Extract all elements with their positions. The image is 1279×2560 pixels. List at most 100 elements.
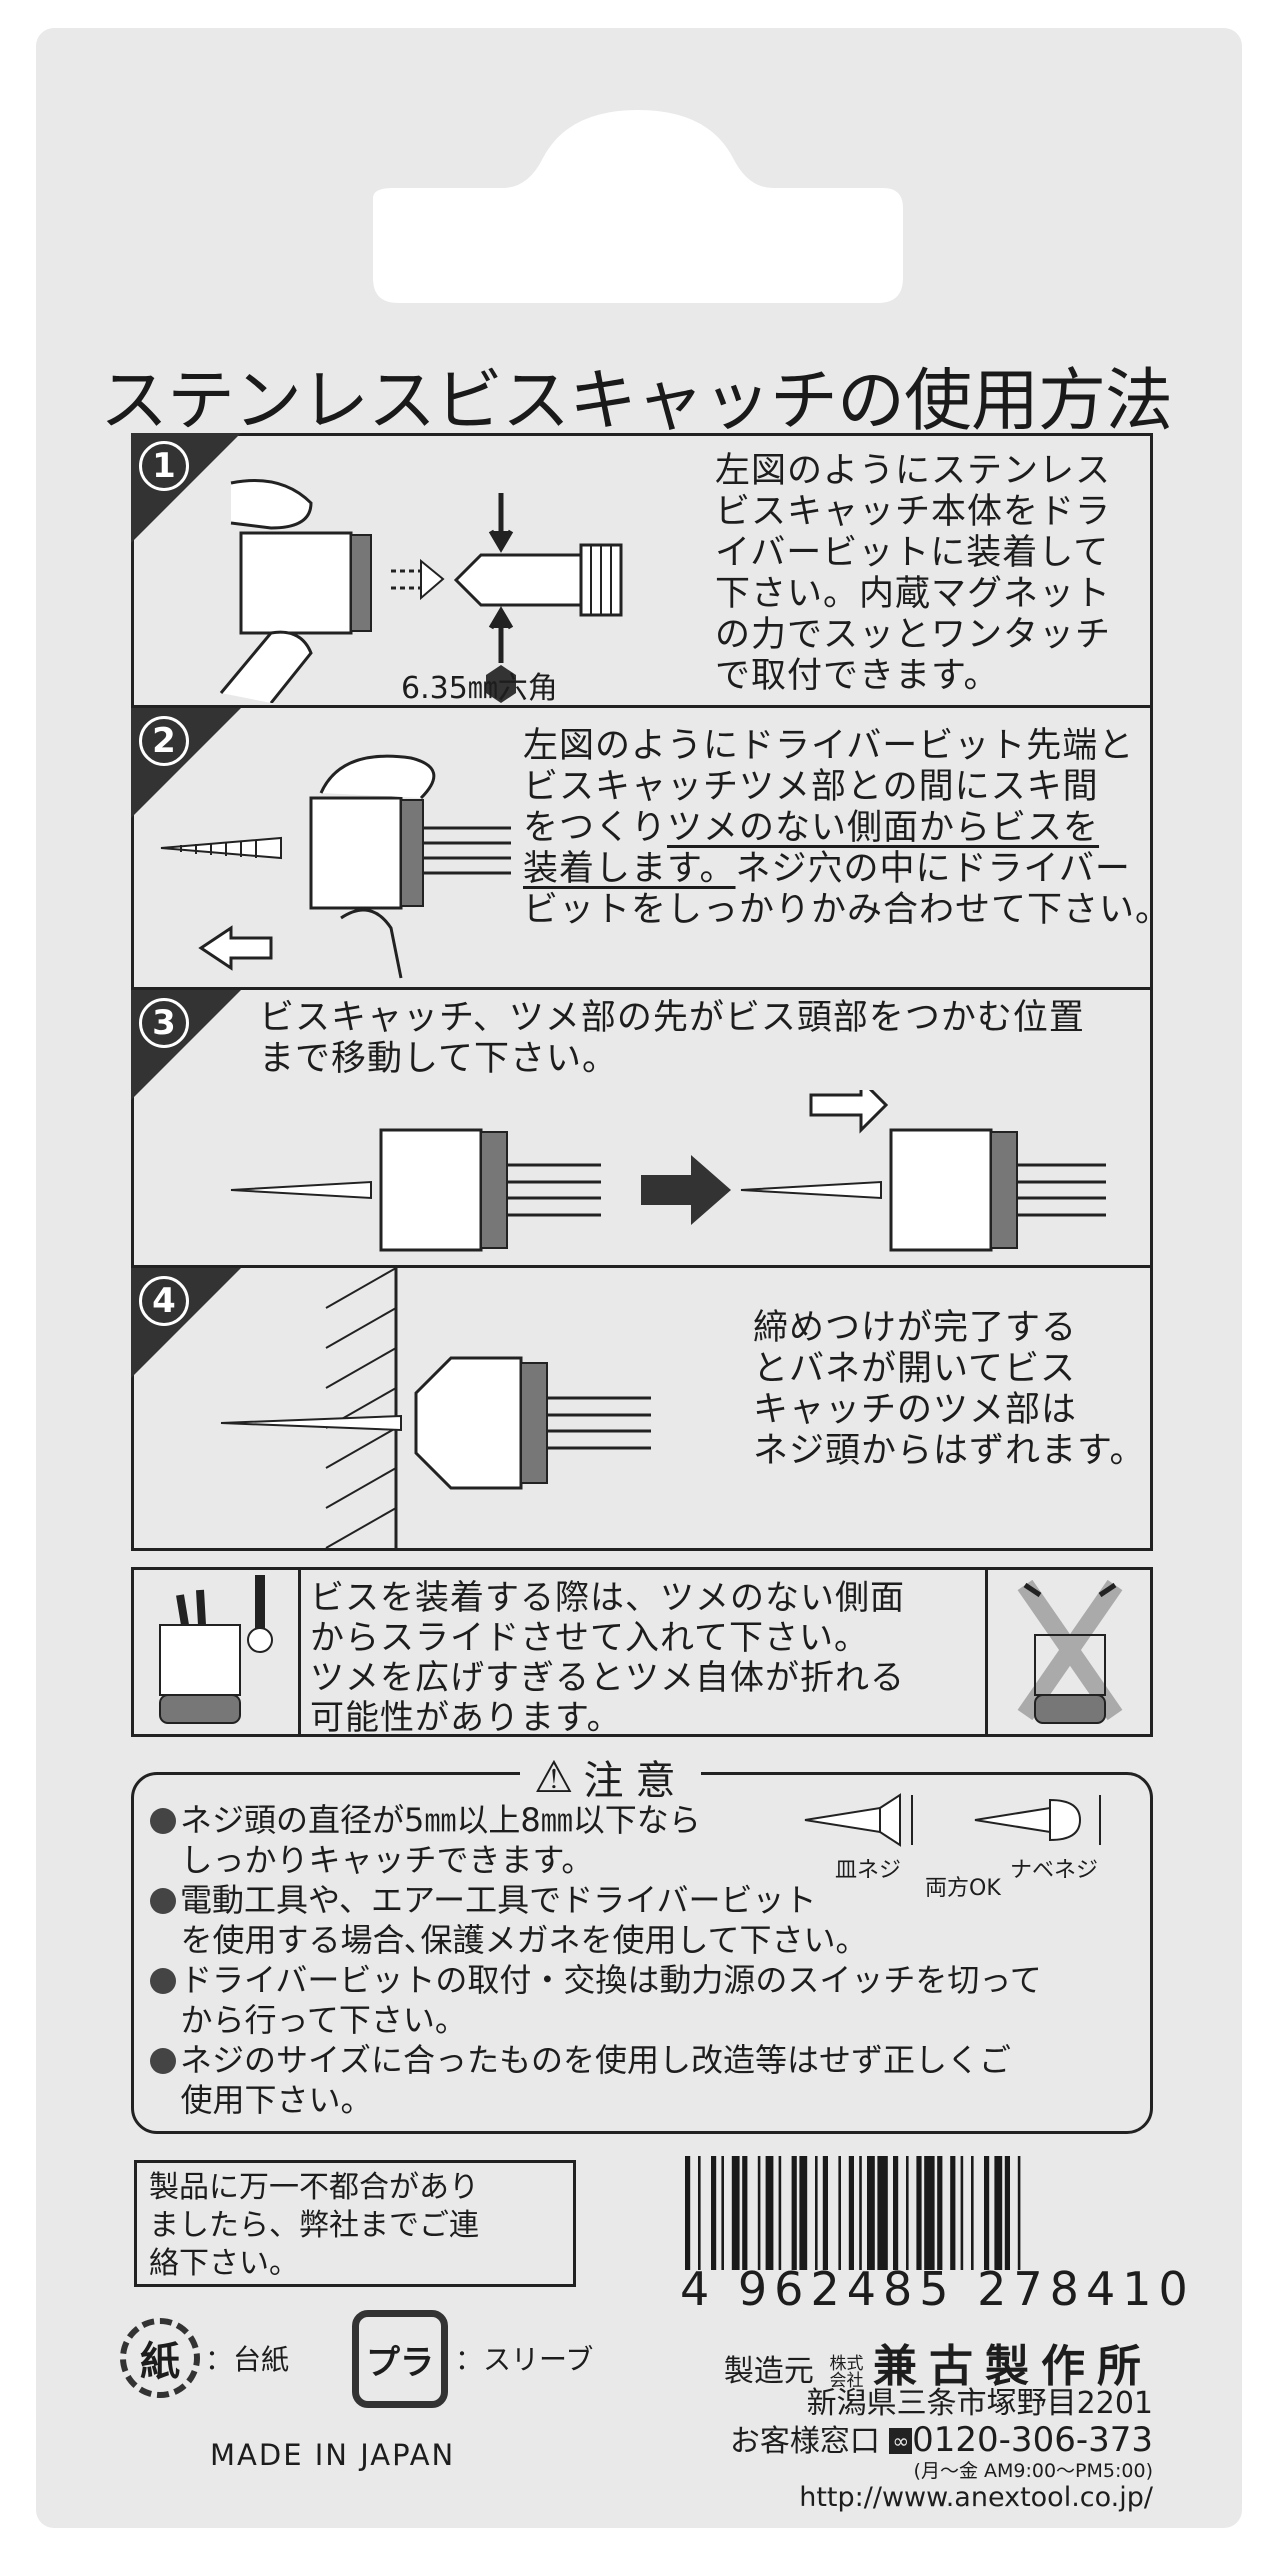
barcode-bar <box>822 2156 828 2270</box>
text-line: ネジのサイズに合ったものを使用し改造等はせず正しくご <box>180 2041 1012 2079</box>
text-line: とバネが開いてビス <box>753 1349 1076 1389</box>
do-not-spread-icon <box>1017 1579 1123 1724</box>
barcode-bar <box>721 2156 724 2270</box>
text-line: ネジ頭からはずれます。 <box>753 1431 1146 1471</box>
paper-label: ：台紙 <box>205 2343 290 2376</box>
barcode-bar <box>994 2156 1003 2270</box>
hex-size-label: 6.35㎜六角 <box>401 671 558 706</box>
barcode-bar <box>906 2156 909 2270</box>
text-line: まで移動して下さい。 <box>259 1039 618 1079</box>
text-line: ビスキャッチ本体をドラ <box>715 492 1112 532</box>
text-line: 可能性があります。 <box>310 1698 622 1738</box>
text-line: 左図のようにドライバービット先端と <box>523 726 1135 766</box>
text-line: ドライバービットの取付・交換は動力源のスイッチを切って <box>180 1961 1042 1999</box>
caution-title: ⚠ 注意 <box>520 1748 702 1806</box>
text-line: 締めつけが完了する <box>753 1308 1078 1348</box>
text-line: 左図のようにステンレス <box>715 451 1112 491</box>
barcode-bar <box>1017 2156 1021 2270</box>
barcode-bar <box>893 2156 899 2270</box>
paper-recycle-mark: 紙 <box>120 2318 200 2398</box>
step-2-text: 左図のようにドライバービット先端と ビスキャッチツメ部との間にスキ間 をつくりツ… <box>523 726 1153 931</box>
text-line: しっかりキャッチできます。 <box>180 1841 594 1879</box>
underlined-text: 装着します。 <box>523 849 736 889</box>
warning-text: ビスを装着する際は、ツメのない側面 からスライドさせて入れて下さい。 ツメを広げ… <box>310 1578 905 1738</box>
text-line: ネジ頭の直径が5㎜以上8㎜以下なら <box>180 1801 701 1839</box>
text-line: 絡下さい。 <box>149 2246 299 2281</box>
pan-screw-label: ナベネジ <box>1010 1858 1099 1883</box>
manufacturer-prefix: 製造元 <box>723 2354 814 2389</box>
barcode-bar <box>937 2156 943 2270</box>
step-number: 1 <box>139 441 189 491</box>
screw-insert-illustration <box>160 754 511 979</box>
screw-move-illustration <box>230 1090 1106 1252</box>
text-line: ましたら、弊社までご連 <box>149 2208 479 2243</box>
bullet-icon <box>150 1968 176 1994</box>
support-line: お客様窓口 ∞0120-306-373 <box>730 2416 1153 2460</box>
bullet-icon <box>150 1808 176 1834</box>
barcode-digits: 278410 <box>977 2262 1195 2316</box>
text-line: 下さい。内蔵マグネット <box>715 574 1112 614</box>
text-line: イバービットに装着して <box>715 533 1110 573</box>
text-line: から行って下さい。 <box>180 2001 467 2039</box>
barcode-bar <box>924 2156 935 2270</box>
warning-triangle-icon: ⚠ <box>534 1751 574 1803</box>
release-illustration <box>220 1268 651 1551</box>
made-in-label: MADE IN JAPAN <box>210 2438 456 2472</box>
step-number: 3 <box>139 998 189 1048</box>
step-2-panel: 2 左図のようにドライバービット先端と ビスキャッチツメ部との間にスキ間 をつく… <box>131 708 1153 990</box>
barcode-bar <box>685 2156 691 2270</box>
barcode-bar <box>971 2156 974 2270</box>
step-number: 4 <box>139 1276 189 1326</box>
text-line: ビットをしっかりかみ合わせて下さい。 <box>523 890 1153 930</box>
barcode-bar <box>916 2156 922 2270</box>
text-line: ビスキャッチツメ部との間にスキ間 <box>523 767 1099 807</box>
text-line: からスライドさせて入れて下さい。 <box>310 1618 869 1658</box>
notice-box: 製品に万一不都合があり ましたら、弊社までご連 絡下さい。 <box>134 2160 576 2287</box>
text-line: ネジ穴の中にドライバー <box>735 849 1131 889</box>
screw-types-illustration <box>804 1793 1101 1847</box>
caution-item: ドライバービットの取付・交換は動力源のスイッチを切って から行って下さい。 <box>150 1960 1042 2040</box>
hanger-hole <box>373 110 903 303</box>
underlined-text: ツメのない側面からビスを <box>667 808 1100 848</box>
caution-item: ネジ頭の直径が5㎜以上8㎜以下なら しっかりキャッチできます。 <box>150 1800 701 1880</box>
caution-item: ネジのサイズに合ったものを使用し改造等はせず正しくご 使用下さい。 <box>150 2040 1011 2120</box>
plastic-mark-text: プラ <box>366 2342 434 2383</box>
barcode <box>685 2156 1021 2270</box>
text-line: を使用する場合､保護メガネを使用して下さい。 <box>180 1921 868 1959</box>
flat-screw-label: 皿ネジ <box>835 1858 902 1883</box>
barcode-bar <box>859 2156 862 2270</box>
barcode-bar <box>791 2156 797 2270</box>
barcode-number: 4 962485 278410 <box>680 2262 1195 2316</box>
barcode-bar <box>757 2156 761 2270</box>
text-line: キャッチのツメ部は <box>753 1390 1078 1430</box>
text-line: 使用下さい。 <box>180 2081 373 2119</box>
barcode-bar <box>960 2156 964 2270</box>
step-4-panel: 4 締めつけが完了する とバネが開いてビス キャッチのツメ部は ネジ頭からはずれ… <box>131 1268 1153 1551</box>
barcode-bar <box>848 2156 854 2270</box>
barcode-bar <box>838 2156 841 2270</box>
barcode-bar <box>742 2156 748 2270</box>
paper-mark-text: 紙 <box>140 2339 180 2385</box>
step-1-panel: 1 6.35㎜六角 左図のようにステンレス ビスキャッチ本体をドラ イバービット… <box>131 433 1153 708</box>
text-line: の力でスッとワンタッチ <box>715 615 1112 655</box>
step-1-text: 左図のようにステンレス ビスキャッチ本体をドラ イバービットに装着して 下さい。… <box>715 451 1111 697</box>
text-line: ビスキャッチ、ツメ部の先がビス頭部をつかむ位置 <box>259 998 1085 1038</box>
company-type: 株式会社 <box>829 2353 864 2391</box>
phone-number: 0120-306-373 <box>912 2420 1153 2460</box>
company-name: 兼古製作所 <box>873 2341 1153 2392</box>
page-title: ステンレスビスキャッチの使用方法 <box>100 362 1173 441</box>
step-4-text: 締めつけが完了する とバネが開いてビス キャッチのツメ部は ネジ頭からはずれます… <box>753 1308 1146 1472</box>
barcode-bar <box>877 2156 888 2270</box>
manufacturer-line: 製造元 株式会社 兼古製作所 <box>724 2330 1153 2394</box>
text-line: をつくり <box>523 808 668 848</box>
caution-heading: 注意 <box>583 1758 688 1804</box>
text-line: 電動工具や、エアー工具でドライバービット <box>180 1881 817 1919</box>
bit-attach-illustration <box>219 479 623 703</box>
warning-box <box>131 1567 1153 1737</box>
plastic-label: ：スリーブ <box>455 2343 594 2376</box>
side-insert-icon <box>159 1575 273 1724</box>
website-url[interactable]: http://www.anextool.co.jp/ <box>799 2482 1153 2513</box>
barcode-bar <box>1004 2156 1010 2270</box>
bullet-icon <box>150 2048 176 2074</box>
barcode-bar <box>984 2156 990 2270</box>
